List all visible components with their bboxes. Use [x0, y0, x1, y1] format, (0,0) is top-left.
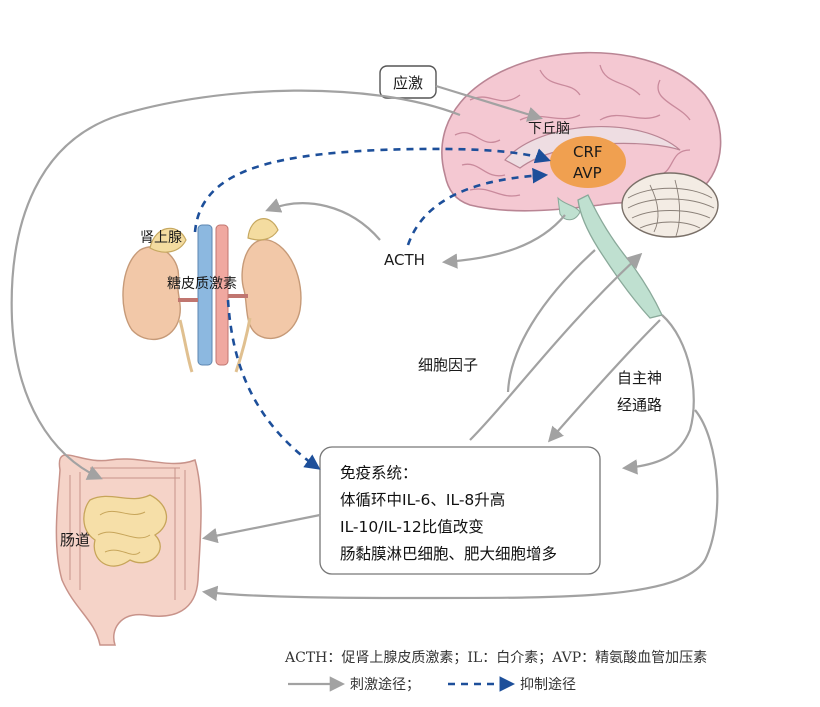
crf-avp-node: [550, 136, 626, 188]
gut-illustration: [55, 454, 202, 646]
legend-inhibit-label: 抑制途径: [520, 676, 576, 693]
gut-label: 肠道: [60, 531, 90, 549]
adrenal-label: 肾上腺: [140, 230, 182, 246]
stimulation-arrows: [10, 89, 719, 602]
adrenal-kidney-illustration: [122, 218, 302, 373]
cytokine-label: 细胞因子: [418, 356, 478, 374]
inhibition-arrows: [193, 147, 551, 470]
autonomic-label-2: 经通路: [617, 396, 662, 414]
immune-line-2: IL-10/IL-12比值改变: [340, 518, 484, 536]
legend-abbreviations: ACTH：促肾上腺皮质激素；IL：白介素；AVP：精氨酸血管加压素: [284, 649, 707, 666]
immune-line-3: 肠黏膜淋巴细胞、肥大细胞增多: [340, 545, 557, 563]
legend-stimulate-label: 刺激途径；: [350, 676, 420, 693]
brain-illustration: [441, 51, 722, 319]
acth-label: ACTH: [384, 251, 425, 269]
crf-label: CRF: [573, 143, 603, 161]
hypothalamus-label: 下丘脑: [528, 121, 570, 137]
immune-line-1: 体循环中IL-6、IL-8升高: [340, 491, 505, 509]
stress-to-hypothalamus-arrow: [435, 84, 543, 122]
autonomic-label-1: 自主神: [617, 369, 662, 387]
glucocorticoid-label: 糖皮质激素: [167, 275, 237, 292]
stress-box: [379, 65, 437, 99]
immune-system-box: [319, 446, 601, 575]
avp-label: AVP: [573, 164, 602, 182]
legend-row: 刺激途径； 抑制途径: [288, 676, 576, 693]
stress-label: 应激: [393, 74, 423, 92]
immune-title: 免疫系统：: [340, 464, 418, 482]
